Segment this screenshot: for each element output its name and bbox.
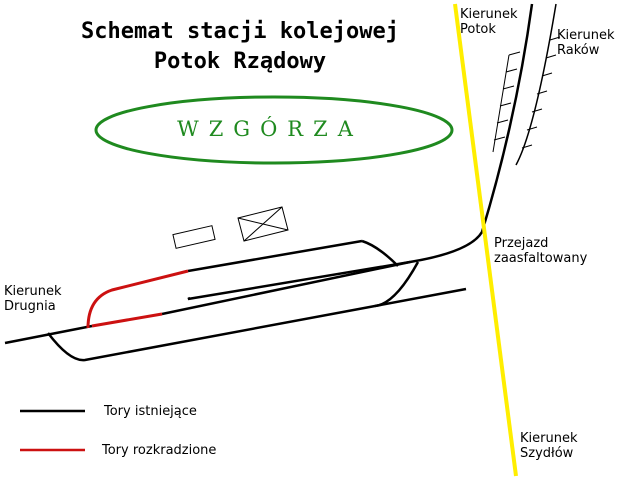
crossing-line-1: Przejazd: [494, 236, 549, 251]
track-rakow: [515, 3, 561, 166]
paved-road: [453, 3, 518, 477]
crossing-line-2: zaasfaltowany: [494, 251, 588, 266]
direction-szydlow-label: Kierunek Szydłów: [520, 431, 577, 461]
removed-tracks: [86, 269, 189, 329]
direction-rakow-line-1: Kierunek: [557, 28, 615, 43]
direction-potok-line-1: Kierunek: [460, 7, 518, 22]
direction-potok-line-2: Potok: [460, 22, 496, 37]
direction-drugnia-line-2: Drugnia: [4, 299, 56, 314]
small-building: [172, 225, 216, 249]
direction-szydlow-line-1: Kierunek: [520, 431, 578, 446]
direction-drugnia-line-1: Kierunek: [4, 284, 62, 299]
direction-rakow-label: Kierunek Raków: [557, 28, 614, 58]
direction-szydlow-line-2: Szydłów: [520, 446, 574, 461]
hill-outline: [94, 95, 454, 165]
track-potok: [480, 3, 534, 233]
direction-drugnia-label: Kierunek Drugnia: [4, 284, 61, 314]
legend-label-existing: Tory istniejące: [104, 404, 197, 419]
title-line-1: Schemat stacji kolejowej: [81, 19, 399, 44]
hill-label: WZGÓRZA: [177, 117, 363, 141]
title-line-2: Potok Rządowy: [153, 49, 327, 74]
legend-label-removed: Tory rozkradzione: [102, 443, 217, 458]
station-building: [237, 206, 289, 242]
direction-rakow-line-2: Raków: [557, 43, 600, 58]
existing-tracks: [4, 231, 484, 362]
direction-potok-label: Kierunek Potok: [460, 7, 517, 37]
crossing-label: Przejazd zaasfaltowany: [494, 236, 587, 266]
